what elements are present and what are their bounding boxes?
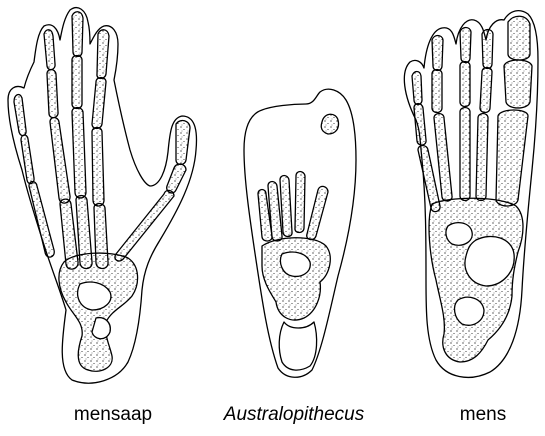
human-foot [404,11,538,378]
australopithecus-calcaneus-outline [279,322,316,370]
ape-tarsals [59,253,138,371]
australopithecus-foot-outline [244,89,356,377]
label-ape: mensaap [74,404,152,426]
australopithecus-foot [244,89,356,377]
label-australopithecus: Australopithecus [224,404,364,426]
australopithecus-tarsals [262,238,330,320]
australopithecus-hallux [321,114,338,134]
ape-foot [8,8,196,383]
label-human: mens [460,404,506,426]
